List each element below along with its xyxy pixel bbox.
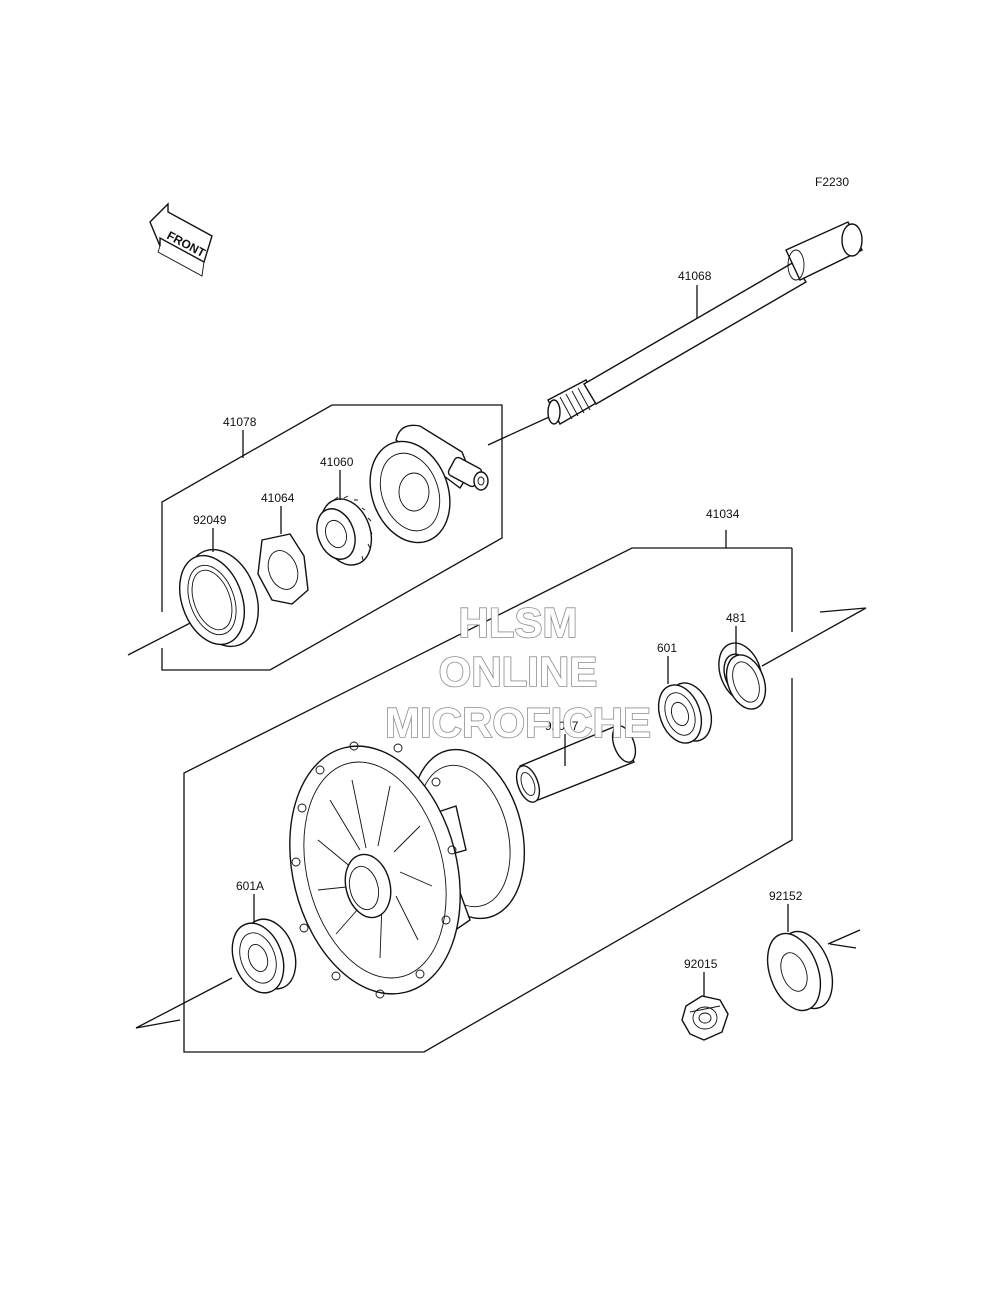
- seal-92049: 92049: [179, 513, 259, 648]
- label-92027: 92027: [545, 719, 579, 733]
- spacer-92027: 92027: [515, 719, 637, 803]
- watermark-line3: MICROFICHE: [385, 699, 651, 746]
- label-92049: 92049: [193, 513, 227, 527]
- collar-92152: 92152: [766, 889, 861, 1012]
- circlip-481: 481: [718, 611, 767, 710]
- label-41064: 41064: [261, 491, 295, 505]
- retainer-41064: 41064: [257, 491, 309, 605]
- label-41060: 41060: [320, 455, 354, 469]
- label-41078: 41078: [223, 415, 257, 429]
- bearing-601: 601: [657, 641, 713, 744]
- label-601: 601: [657, 641, 677, 655]
- diagram-code: F2230: [815, 175, 849, 189]
- watermark-line2: ONLINE: [439, 648, 598, 695]
- wheel-hub: [289, 741, 526, 999]
- label-601A: 601A: [236, 879, 264, 893]
- label-41034: 41034: [706, 507, 740, 521]
- front-arrow-icon: FRONT: [149, 202, 213, 277]
- label-481: 481: [726, 611, 746, 625]
- bearing-601A: 601A: [231, 879, 297, 994]
- label-92015: 92015: [684, 957, 718, 971]
- watermark-line1: HLSM: [459, 599, 578, 646]
- assembly-41078: 41078: [127, 404, 503, 671]
- gear-housing: [369, 424, 489, 544]
- gear-41060: 41060: [316, 455, 373, 566]
- assembly-41034: 41034: [135, 507, 867, 1053]
- watermark: HLSM ONLINE MICROFICHE: [384, 598, 652, 747]
- nut-92015: 92015: [681, 957, 729, 1041]
- label-41068: 41068: [678, 269, 712, 283]
- axle-41068: 41068: [487, 221, 863, 446]
- label-92152: 92152: [769, 889, 803, 903]
